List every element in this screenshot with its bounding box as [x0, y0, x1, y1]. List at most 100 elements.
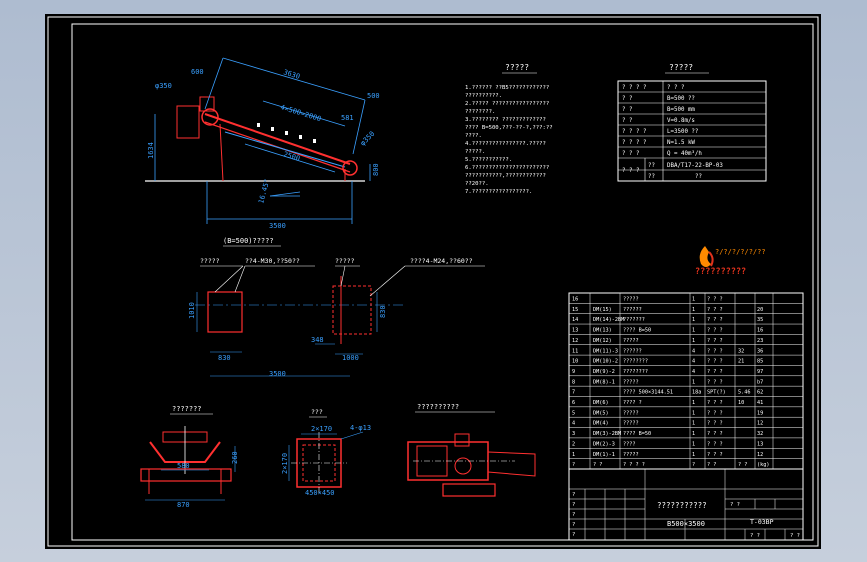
spec-value: B=500 ??: [667, 96, 695, 102]
belt-upper: [204, 113, 351, 165]
detail-drive-title: ??????????: [417, 403, 459, 411]
parts-cell: ? ? ?: [707, 328, 723, 334]
note-line: 4.????????????????.?????: [465, 141, 546, 147]
note-line: 1.?????? ??B5????????????: [465, 85, 549, 91]
parts-cell: DM(3)-2BM: [593, 431, 621, 437]
title-block-drawing-code: T-03BP: [750, 518, 774, 526]
parts-cell: 1: [692, 410, 695, 416]
parts-cell: 20: [757, 307, 763, 313]
parts-cell: ?????: [623, 338, 639, 344]
dim-mid-segment: 581: [341, 114, 354, 122]
parts-cell: 4: [692, 359, 695, 365]
parts-cell: 16: [757, 328, 763, 334]
parts-cell: DM(14)-2BM: [593, 317, 624, 323]
parts-cell: ? ? ?: [707, 379, 723, 385]
tb-label: ?: [572, 522, 575, 528]
parts-cell: DM(6): [593, 400, 609, 406]
leader-line: [369, 265, 406, 297]
parts-cell: DM(1)-1: [593, 452, 615, 458]
leader-line: [214, 265, 244, 293]
parts-cell: 1: [692, 338, 695, 344]
parts-cell: ?????: [623, 421, 639, 427]
dim-plan-width-right: 830: [379, 305, 387, 318]
parts-cell: DM(5): [593, 410, 609, 416]
dim-drum-right: φ350: [359, 130, 377, 148]
parts-cell: DM(11)-3: [593, 348, 618, 354]
spec-label: ? ?: [622, 107, 632, 113]
dim-bracket-slot: 2×170: [311, 425, 332, 433]
parts-cell: ? ? ?: [707, 338, 723, 344]
parts-cell: 35: [757, 317, 763, 323]
spec-value: B=500 mm: [667, 107, 695, 113]
parts-cell: 13: [572, 328, 578, 334]
parts-header-cell: (kg): [757, 462, 770, 468]
title-block-frame: [568, 468, 804, 541]
parts-cell: 10: [572, 359, 578, 365]
tb-label: ?: [572, 532, 575, 538]
note-line: ??20??.: [465, 181, 489, 187]
parts-cell: 21: [738, 359, 744, 365]
slope-line: [269, 191, 301, 197]
tail-pulley: [342, 160, 358, 176]
parts-cell: DM(13): [593, 328, 612, 334]
parts-cell: ???????: [623, 317, 645, 323]
detail-bracket-title: ???: [311, 408, 323, 416]
parts-cell: 1: [692, 421, 695, 427]
idler-mark: [285, 131, 288, 135]
parts-cell: ????: [623, 441, 636, 447]
note-line: ????.: [465, 133, 482, 139]
logo-text-top: ?/?/?/?/?/??: [715, 248, 766, 256]
parts-cell: 5.46: [738, 390, 751, 396]
spec-label: ? ? ? ?: [622, 85, 646, 91]
parts-cell: ? ? ?: [707, 348, 723, 354]
dim-line-span: [244, 143, 336, 173]
parts-cell: DM(4): [593, 421, 609, 427]
dim-height-right: 800: [372, 163, 380, 176]
dim-idler-inner: 580: [177, 462, 190, 470]
spec-table-frame: [617, 80, 767, 182]
title-block-company: ???????????: [657, 501, 707, 510]
spec-table: ????? ? ? ? ? ? ? ?: [617, 63, 767, 182]
parts-cell: 23: [757, 338, 763, 344]
detail-idler-title: ???????: [172, 405, 202, 413]
drawing-canvas: 3630 600 φ350 4×500=2000 500 581 2500 16…: [47, 16, 819, 547]
parts-cell: 19: [757, 410, 763, 416]
dim-line-spacing: [262, 100, 346, 127]
parts-cell: ? ? ?: [707, 431, 723, 437]
drive-unit: [176, 105, 200, 139]
parts-header-cell: ? ?: [593, 462, 602, 468]
parts-cell: ? ? ?: [707, 369, 723, 375]
parts-cell: 1: [692, 441, 695, 447]
note-line: 5.???????????.: [465, 157, 512, 163]
parts-cell: ? ? ?: [707, 317, 723, 323]
parts-cell: ? ? ?: [707, 400, 723, 406]
parts-cell: 32: [738, 348, 744, 354]
spec-sublabel: ??: [648, 163, 655, 169]
head-pulley: [201, 108, 219, 126]
tb-label: ? ?: [730, 502, 740, 508]
parts-cell: 4: [692, 348, 695, 354]
company-logo: ?/?/?/?/?/?? ??????????: [695, 246, 766, 277]
spec-value: DBA/T17-22-BP-03: [667, 163, 723, 169]
parts-cell: ? ? ?: [707, 421, 723, 427]
note-line: ???? B=500,???-??-?,???:??: [465, 125, 553, 131]
parts-cell: DM(12): [593, 338, 612, 344]
parts-cell: 11: [572, 348, 578, 354]
parts-cell: ? ? ?: [707, 441, 723, 447]
parts-cell: ? ? ?: [707, 359, 723, 365]
dim-idler-height: 260: [231, 451, 239, 464]
parts-cell: 3: [572, 431, 575, 437]
spec-value: Q = 40m³/h: [667, 150, 702, 157]
tb-label: ?: [572, 512, 575, 518]
drive-pulley: [454, 457, 472, 475]
parts-cell: 1: [692, 400, 695, 406]
tb-label: ? ?: [750, 533, 760, 539]
parts-cell: ? ? ?: [707, 307, 723, 313]
drawing-sheet[interactable]: 3630 600 φ350 4×500=2000 500 581 2500 16…: [45, 14, 821, 549]
parts-cell: 4: [692, 369, 695, 375]
support-leg-1: [219, 123, 224, 182]
detail-bracket: ??? 2×170 4-φ13 2×170 450×450: [281, 408, 371, 497]
technical-notes: ????? 1.?????? ??B5???????????? ????????…: [465, 63, 553, 195]
